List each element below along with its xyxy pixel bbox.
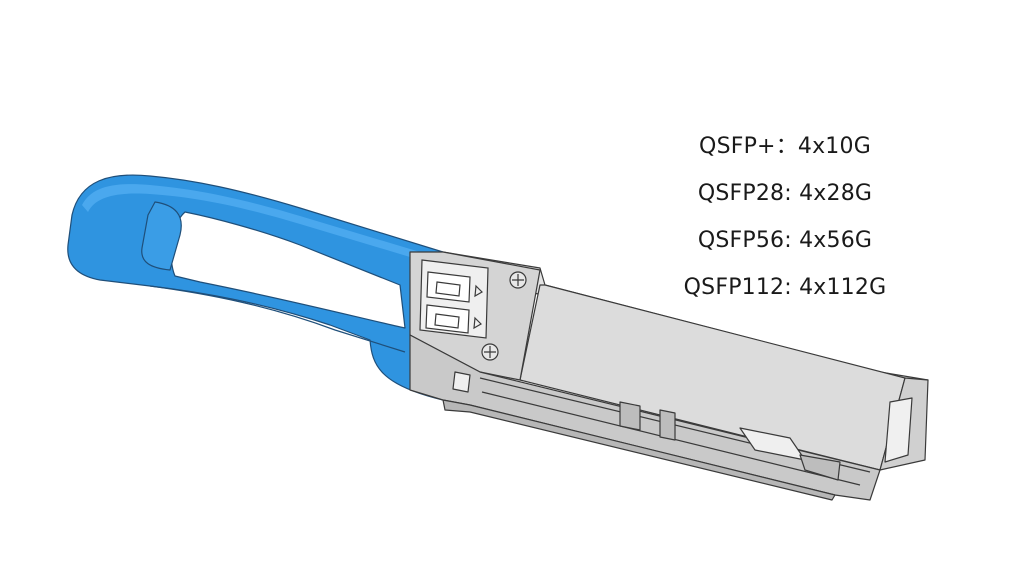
rate-label: 4x112G [799,275,887,300]
rate-label: 4x28G [799,181,873,206]
form-factor-label: QSFP112 [683,275,785,300]
spec-list: QSFP+：4x10G QSFP28: 4x28G QSFP56: 4x56G … [650,123,920,311]
spec-line-qsfp56: QSFP56: 4x56G [650,217,920,264]
form-factor-label: QSFP+ [699,134,776,159]
separator: : [784,181,800,206]
optical-port-icon [419,259,489,339]
form-factor-label: QSFP56 [697,228,785,253]
spec-line-qsfp112: QSFP112: 4x112G [650,264,920,311]
rate-label: 4x56G [799,228,873,253]
separator: ： [775,134,798,159]
separator: : [784,228,800,253]
form-factor-label: QSFP28 [697,181,785,206]
rate-label: 4x10G [797,134,871,159]
screw-icon [481,271,527,361]
pull-tab-icon [67,174,444,401]
spec-line-qsfp-plus: QSFP+：4x10G [650,123,920,170]
separator: : [784,275,800,300]
spec-line-qsfp28: QSFP28: 4x28G [650,170,920,217]
